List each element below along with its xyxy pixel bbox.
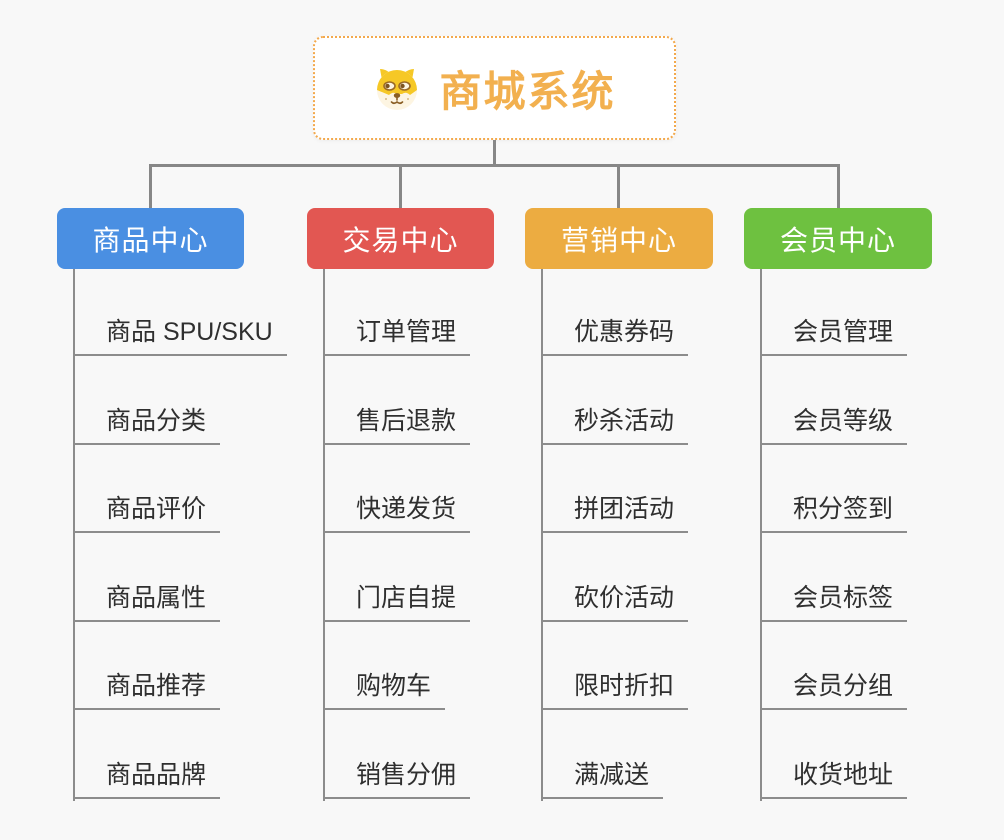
branch-node-marketing-center[interactable]: 营销中心 (525, 208, 713, 269)
mindmap-item[interactable]: 会员等级 (760, 406, 908, 445)
root-node-label: 商城系统 (439, 67, 616, 115)
branch-connector-line (73, 269, 75, 801)
branch-items: 订单管理售后退款快递发货门店自提购物车销售分佣 (323, 269, 563, 799)
branch-node-member-center[interactable]: 会员中心 (744, 208, 932, 269)
mindmap-item[interactable]: 会员管理 (760, 317, 908, 356)
branch-marketing-center: 营销中心 优惠券码秒杀活动拼团活动砍价活动限时折扣满减送 (525, 208, 785, 801)
branch-connector-line (760, 269, 762, 801)
mindmap-item[interactable]: 满减送 (541, 760, 664, 799)
branch-items: 会员管理会员等级积分签到会员标签会员分组收货地址 (760, 269, 1000, 799)
connector-root-stub (493, 140, 496, 164)
branch-items: 优惠券码秒杀活动拼团活动砍价活动限时折扣满减送 (541, 269, 781, 799)
branch-member-center: 会员中心 会员管理会员等级积分签到会员标签会员分组收货地址 (744, 208, 1004, 801)
branch-connector-line (323, 269, 325, 801)
mindmap-item[interactable]: 商品属性 (73, 583, 221, 622)
mindmap-item[interactable]: 秒杀活动 (541, 406, 689, 445)
mindmap-item[interactable]: 商品品牌 (73, 760, 221, 799)
branch-items: 商品 SPU/SKU 商品分类商品评价商品属性商品推荐商品品牌 (73, 269, 313, 799)
mindmap-item[interactable]: 拼团活动 (541, 494, 689, 534)
branch-trade-center: 交易中心 订单管理售后退款快递发货门店自提购物车销售分佣 (307, 208, 567, 801)
mindmap-item[interactable]: 商品评价 (73, 494, 221, 534)
mindmap-item[interactable]: 会员标签 (760, 583, 908, 622)
mindmap-item[interactable]: 商品分类 (73, 406, 221, 445)
mindmap-item[interactable]: 限时折扣 (541, 671, 689, 711)
root-node[interactable]: 商城系统 (313, 36, 676, 140)
mindmap-item[interactable]: 商品推荐 (73, 671, 221, 711)
mindmap-item[interactable]: 砍价活动 (541, 583, 689, 622)
mindmap-item[interactable]: 订单管理 (323, 317, 471, 356)
mindmap-item[interactable]: 优惠券码 (541, 317, 689, 356)
mindmap-item[interactable]: 会员分组 (760, 671, 908, 711)
connector-stub-trade (399, 167, 402, 208)
branch-node-product-center[interactable]: 商品中心 (57, 208, 244, 269)
mindmap-item[interactable]: 销售分佣 (323, 760, 471, 799)
branch-product-center: 商品中心 商品 SPU/SKU 商品分类商品评价商品属性商品推荐商品品牌 (57, 208, 317, 801)
dog-face-icon (373, 64, 421, 112)
mindmap-item[interactable]: 商品 SPU/SKU (73, 317, 287, 356)
mindmap-item[interactable]: 快递发货 (323, 494, 471, 534)
connector-stub-marketing (617, 167, 620, 208)
connector-horizontal (149, 164, 840, 167)
mindmap-item[interactable]: 购物车 (323, 671, 446, 711)
mindmap-item[interactable]: 收货地址 (760, 760, 908, 799)
connector-stub-member (837, 167, 840, 208)
mindmap-item[interactable]: 门店自提 (323, 583, 471, 622)
branch-node-trade-center[interactable]: 交易中心 (307, 208, 494, 269)
branch-connector-line (541, 269, 543, 801)
mindmap-item[interactable]: 积分签到 (760, 494, 908, 534)
mindmap-item[interactable]: 售后退款 (323, 406, 471, 445)
connector-stub-product (149, 167, 152, 208)
